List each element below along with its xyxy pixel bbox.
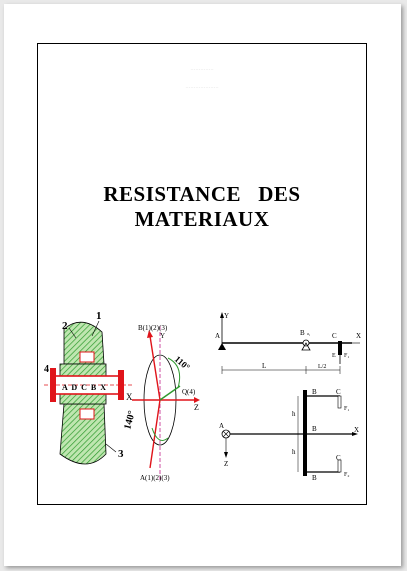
faint-header-line: ..............	[190, 66, 214, 72]
frame-point-a: A	[219, 422, 224, 430]
beam-figure: Y A B a₁ C X E F₁ L L/2	[215, 312, 361, 374]
axis-x-label: X	[126, 392, 133, 402]
part-label-4: 4	[44, 364, 49, 375]
beam-point-b-sub: a₁	[307, 331, 311, 336]
beam-point-a: A	[215, 332, 220, 340]
beam-point-e: E	[332, 353, 336, 359]
angle-110-label: 110°	[173, 354, 192, 373]
document-page: .............. .................... RESI…	[4, 4, 401, 566]
shaft-assembly-figure: 2 1 4 3 A D C B X X	[44, 310, 134, 465]
frame-h-top: h	[292, 410, 296, 418]
frame-point-b-top: B	[312, 388, 317, 396]
frame-h-bot: h	[292, 448, 296, 456]
beam-point-b: B	[300, 329, 305, 337]
stress-circle-figure: B(1)(2)(3) Y 110° 140° Q(4) Z A(1)(2)(3)	[122, 324, 200, 482]
cover-frame: .............. .................... RESI…	[37, 43, 367, 505]
frame-axis-z: Z	[224, 460, 228, 468]
frame-point-c-bot: C	[336, 454, 341, 462]
angle-140-label: 140°	[122, 410, 138, 431]
beam-axis-y: Y	[224, 312, 229, 320]
part-label-1: 1	[96, 310, 102, 322]
document-title: RESISTANCE DES MATERIAUX	[38, 182, 366, 232]
part-label-3: 3	[118, 448, 124, 460]
dim-l-label: L	[262, 362, 266, 370]
section-letters: A D C B X	[62, 383, 106, 392]
title-line-1: RESISTANCE DES	[103, 182, 301, 206]
dim-l2-label: L/2	[318, 364, 326, 370]
frame-force-f2: F₂	[344, 472, 349, 478]
frame-point-c-top: C	[336, 388, 341, 396]
frame-force-f1: F₁	[344, 406, 349, 412]
part-label-2: 2	[62, 320, 68, 332]
beam-point-c: C	[332, 332, 337, 340]
frame-point-b-bot: B	[312, 474, 317, 482]
point-q-label: Q(4)	[182, 388, 196, 396]
faint-header-line-2: ....................	[185, 84, 219, 90]
frame-structure-figure: A Z X h h B C F₁ B B C F₂	[219, 388, 359, 482]
title-line-2: MATERIAUX	[134, 207, 270, 231]
point-b-label: B(1)(2)(3)	[138, 324, 168, 332]
frame-axis-x: X	[354, 426, 359, 434]
point-a-label: A(1)(2)(3)	[140, 474, 170, 482]
beam-force-f: F₁	[344, 353, 349, 359]
axis-z-label: Z	[194, 403, 199, 412]
frame-point-b-mid: B	[312, 425, 317, 433]
beam-axis-x: X	[356, 332, 361, 340]
axis-y-label: Y	[160, 332, 165, 340]
